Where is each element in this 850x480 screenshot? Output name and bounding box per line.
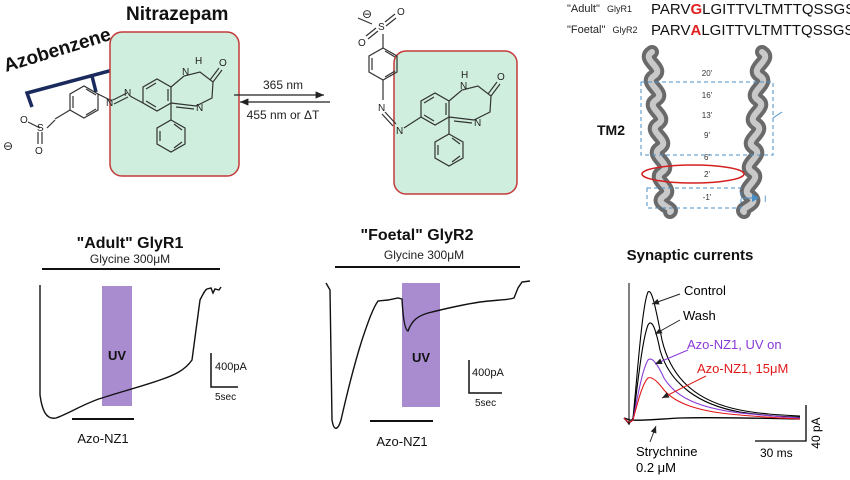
- adult-uv-label: UV: [108, 348, 126, 363]
- foetal-scale-current: 400pA: [472, 367, 504, 379]
- tm2-helix-right: [736, 45, 773, 219]
- foetal-scale-bar: [468, 360, 502, 394]
- synaptic-scale-current: 40 pA: [809, 417, 823, 448]
- adult-glycine-label: Glycine 300μM: [90, 252, 170, 266]
- charge-symbol: ⊖: [362, 7, 372, 21]
- sequence-prefix: PARV: [651, 22, 690, 39]
- trans-azo-nitrazepam: [27, 67, 223, 153]
- sequence-label: "Foetal": [567, 24, 605, 36]
- synaptic-title: Synaptic currents: [627, 247, 754, 264]
- tm2-position: 20': [702, 69, 713, 78]
- svg-text:"Foetal" GlyR2: "Foetal" GlyR2: [567, 24, 637, 36]
- nitrazepam-title: Nitrazepam: [126, 4, 228, 25]
- atom-h: H: [195, 56, 202, 67]
- trace-control: [623, 291, 801, 425]
- foetal-title: "Foetal" GlyR2: [361, 227, 474, 244]
- atom-n: N: [124, 88, 131, 99]
- atom-o: O: [20, 115, 28, 126]
- sequence-mutation: G: [690, 1, 702, 18]
- cis-azo-nitrazepam: [357, 13, 501, 167]
- atom-n: N: [474, 118, 481, 129]
- foetal-glycine-label: Glycine 300μM: [384, 248, 464, 262]
- chemistry-panel: Nitrazepam Azobenzene: [1, 4, 518, 195]
- atom-o: O: [497, 72, 505, 83]
- tm2-lower-box: [646, 187, 742, 209]
- forward-wavelength: 365 nm: [263, 78, 303, 92]
- atom-n: N: [106, 98, 113, 109]
- tm2-position: 6': [704, 153, 710, 162]
- atom-n: N: [182, 67, 189, 78]
- atom-s: S: [37, 123, 44, 134]
- adult-scale-current: 400pA: [215, 361, 247, 373]
- adult-trace-panel: "Adult" GlyR1 Glycine 300μM UV Azo-NZ1 4…: [39, 235, 247, 446]
- tm2-helix-left: [641, 45, 678, 219]
- trace-label-azo-uv: Azo-NZ1, UV on: [687, 337, 782, 352]
- atom-n: N: [196, 103, 203, 114]
- atom-n: N: [396, 126, 403, 137]
- atom-o: O: [397, 7, 405, 18]
- tm2-position: 13': [702, 111, 713, 120]
- atom-o: O: [358, 38, 366, 49]
- foetal-trace-panel: "Foetal" GlyR2 Glycine 300μM UV Azo-NZ1 …: [325, 227, 531, 449]
- sequence-label: "Adult": [567, 3, 600, 15]
- sequence-row-adult: "Adult" GlyR1 PARVGLGITTVLTMTTQSSGS: [567, 1, 850, 18]
- trace-azo-15um: [623, 377, 801, 424]
- sequence-panel: "Adult" GlyR1 PARVGLGITTVLTMTTQSSGS "Foe…: [567, 1, 850, 39]
- foetal-current-trace: [325, 280, 531, 429]
- tm2-panel: 20' 16' 13' 9' 6' 2' -1' I TM2: [597, 45, 783, 219]
- atom-s: S: [378, 22, 385, 33]
- foetal-drug-label: Azo-NZ1: [376, 434, 427, 449]
- trace-strychnine: [623, 416, 801, 421]
- sequence-gene: GlyR1: [607, 4, 632, 14]
- synaptic-panel: Synaptic currents Control Wash Azo-NZ1, …: [623, 247, 823, 475]
- adult-scale-time: 5sec: [215, 392, 236, 403]
- trace-azo-uv: [623, 358, 801, 424]
- atom-n: N: [460, 81, 467, 92]
- adult-drug-label: Azo-NZ1: [77, 431, 128, 446]
- synaptic-scale-bar: [755, 405, 807, 442]
- trace-label-azo-15um: Azo-NZ1, 15μM: [697, 361, 788, 376]
- svg-text:PARVGLGITTVLTMTTQSSGS: PARVGLGITTVLTMTTQSSGS: [651, 1, 850, 18]
- tm2-ring-2prime: [641, 164, 745, 184]
- adult-current-trace: [39, 285, 222, 419]
- foetal-uv-label: UV: [412, 350, 430, 365]
- foetal-uv-window: [402, 283, 440, 407]
- charge-symbol: ⊖: [3, 139, 13, 153]
- tm2-position: -1': [703, 193, 712, 202]
- tm2-position-labels: 20' 16' 13' 9' 6' 2' -1': [702, 69, 713, 202]
- atom-h: H: [461, 70, 468, 81]
- trace-label-control: Control: [684, 283, 726, 298]
- atom-o: O: [219, 58, 227, 69]
- trace-label-wash: Wash: [683, 308, 716, 323]
- adult-uv-window: [102, 286, 132, 406]
- foetal-scale-time: 5sec: [475, 398, 496, 409]
- trace-label-strychnine-conc: 0.2 μM: [636, 460, 676, 475]
- tm2-position: 2': [704, 170, 710, 179]
- svg-text:"Adult" GlyR1: "Adult" GlyR1: [567, 3, 632, 15]
- tm2-position: 16': [702, 91, 713, 100]
- tm2-side-mark: I: [764, 194, 767, 204]
- atom-o: O: [35, 146, 43, 157]
- atom-n: N: [378, 103, 385, 114]
- tm2-position: 9': [704, 131, 710, 140]
- sequence-prefix: PARV: [651, 1, 690, 18]
- sequence-mutation: A: [690, 22, 701, 39]
- trace-label-strychnine: Strychnine: [636, 444, 697, 459]
- azobenzene-label: Azobenzene: [1, 24, 113, 76]
- adult-scale-bar: [210, 353, 238, 388]
- svg-text:PARVALGITTVLTMTTQSSGS: PARVALGITTVLTMTTQSSGS: [651, 22, 850, 39]
- sequence-suffix: LGITTVLTMTTQSSGS: [701, 22, 850, 39]
- sequence-suffix: LGITTVLTMTTQSSGS: [702, 1, 850, 18]
- trace-wash: [623, 322, 801, 424]
- reverse-condition: 455 nm or ΔT: [247, 108, 320, 122]
- sequence-row-foetal: "Foetal" GlyR2 PARVALGITTVLTMTTQSSGS: [567, 22, 850, 39]
- sequence-gene: GlyR2: [612, 25, 637, 35]
- synaptic-scale-time: 30 ms: [760, 446, 793, 460]
- adult-title: "Adult" GlyR1: [77, 235, 184, 252]
- photoswitch-arrows: 365 nm 455 nm or ΔT: [234, 78, 330, 122]
- tm2-label: TM2: [597, 122, 625, 138]
- tm2-upper-box: [640, 81, 774, 156]
